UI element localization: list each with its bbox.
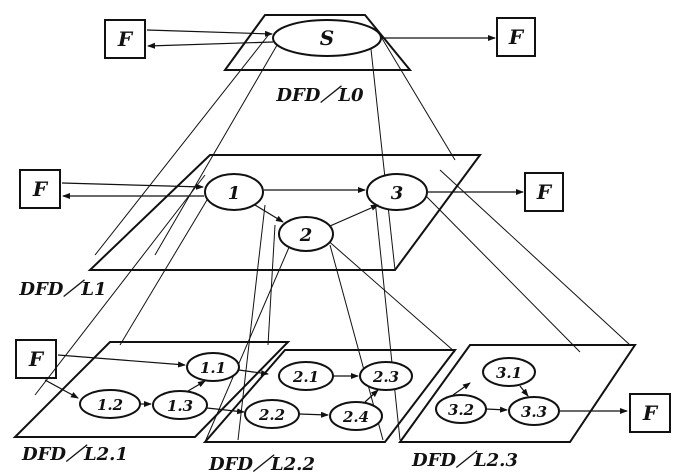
flow-arrow xyxy=(364,389,379,403)
level-2-3-title: DFD／L2.3 xyxy=(411,450,518,471)
flow-arrow xyxy=(44,379,79,399)
level-2-1-title: DFD／L2.1 xyxy=(21,444,128,465)
level-2-2: 2.1 2.2 2.3 2.4 DFD／L2.2 xyxy=(202,349,458,475)
process-1-3-label: 1.3 xyxy=(167,397,193,415)
process-2-3-label: 2.3 xyxy=(372,368,399,386)
process-3-3 xyxy=(508,396,560,426)
external-entity-l1-right xyxy=(524,172,564,212)
external-entity-label: F xyxy=(28,347,45,371)
process-3-2-label: 3.2 xyxy=(448,401,474,419)
external-entity-l23 xyxy=(629,393,671,433)
flow-arrow xyxy=(147,41,274,49)
level-2-3: F 3.1 3.2 3.3 DFD／L2.3 xyxy=(398,344,671,471)
process-s xyxy=(272,19,382,57)
process-2-1-label: 2.1 xyxy=(292,368,319,386)
process-3-label: 3 xyxy=(391,183,404,204)
flow-arrow xyxy=(329,204,379,227)
external-entity-label: F xyxy=(117,27,134,51)
flow-arrow xyxy=(238,369,269,377)
level-0-title: DFD／L0 xyxy=(275,85,364,106)
flow-arrow xyxy=(254,204,284,223)
process-3-1 xyxy=(482,357,536,387)
process-1-1-label: 1.1 xyxy=(200,359,226,377)
process-3 xyxy=(366,173,428,211)
process-1-3 xyxy=(152,390,208,420)
flow-arrow xyxy=(61,182,204,190)
flow-arrow xyxy=(146,29,273,37)
level-0-plane xyxy=(223,14,413,71)
process-2-2-label: 2.2 xyxy=(258,406,285,424)
external-entity-label: F xyxy=(508,25,525,49)
level-2-3-plane xyxy=(398,344,637,443)
process-1-1 xyxy=(186,352,240,382)
level-0: F F S DFD／L0 xyxy=(104,14,536,106)
external-entity-label: F xyxy=(32,177,49,201)
process-2-4 xyxy=(329,401,383,431)
level-2-1-plane xyxy=(12,341,291,438)
external-entity-l21 xyxy=(15,339,57,379)
level-1-title: DFD／L1 xyxy=(18,279,106,300)
process-2-3 xyxy=(359,361,413,391)
level-1: F F 1 2 3 DFD／L1 xyxy=(18,154,564,300)
process-3-1-label: 3.1 xyxy=(496,364,522,382)
flow-arrow xyxy=(206,407,245,415)
flow-arrow xyxy=(187,380,206,392)
process-1-label: 1 xyxy=(228,183,241,204)
process-2-4-label: 2.4 xyxy=(342,408,369,426)
level-1-plane xyxy=(87,154,482,271)
external-entity-label: F xyxy=(642,401,659,425)
level-2-2-title: DFD／L2.2 xyxy=(208,454,315,475)
process-3-3-label: 3.3 xyxy=(521,403,547,421)
process-s-label: S xyxy=(320,26,334,50)
external-entity-l1-left xyxy=(19,169,61,209)
process-2-label: 2 xyxy=(299,225,313,246)
process-1-2-label: 1.2 xyxy=(97,396,123,414)
level-2-2-plane xyxy=(202,349,458,443)
flow-arrow xyxy=(57,354,186,368)
flow-arrow xyxy=(519,385,529,397)
flow-arrow xyxy=(452,382,471,396)
external-entity-l0-left xyxy=(104,19,146,59)
level-2-1: F 1.1 1.2 1.3 DFD／L2.1 xyxy=(12,339,291,465)
flow-arrow xyxy=(485,406,508,413)
external-entity-l0-right xyxy=(496,17,536,57)
external-entity-label: F xyxy=(536,180,553,204)
flow-arrow xyxy=(298,411,329,418)
process-2 xyxy=(278,216,334,252)
process-1 xyxy=(204,173,264,211)
